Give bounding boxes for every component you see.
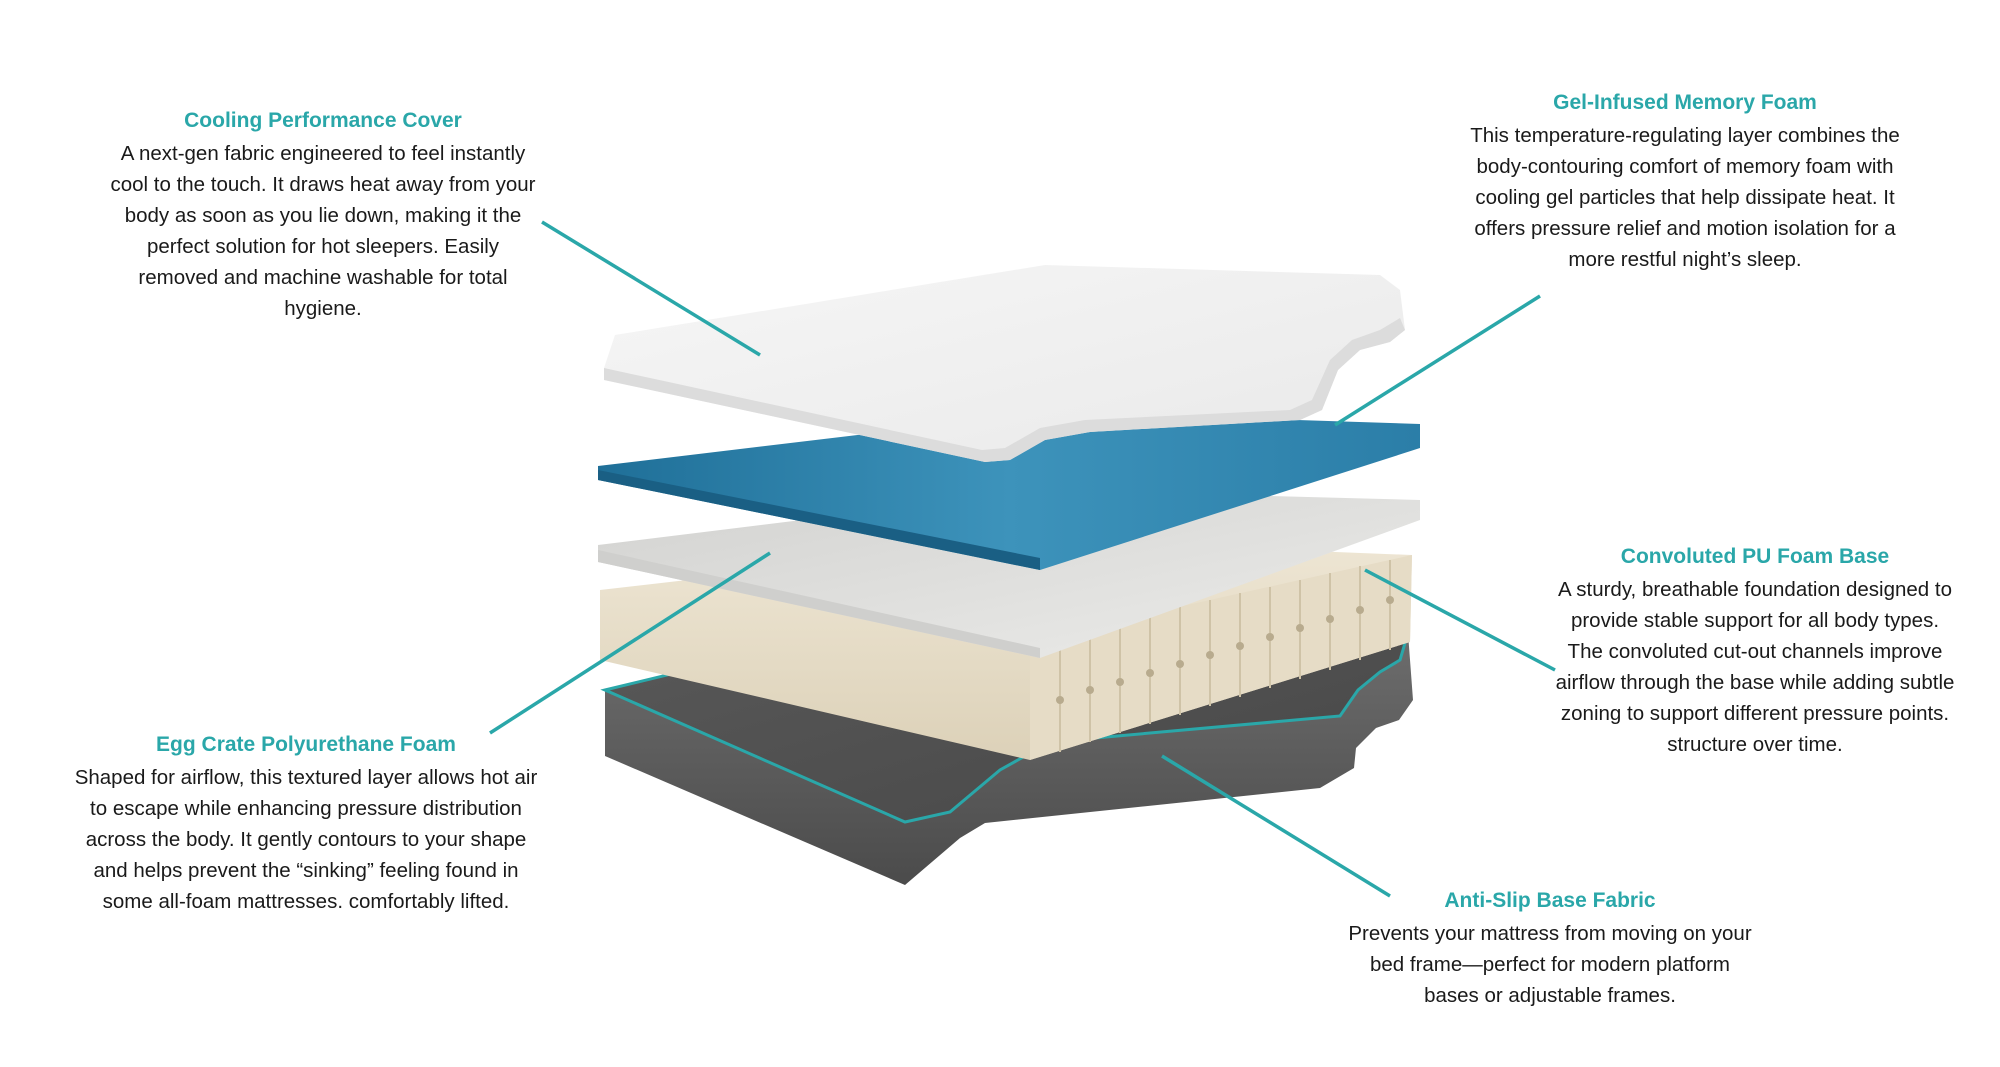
anti-slip-title: Anti-Slip Base Fabric (1444, 889, 1656, 912)
gel-title: Gel-Infused Memory Foam (1553, 91, 1817, 114)
gel-callout: Gel-Infused Memory Foam This temperature… (1465, 88, 1905, 275)
egg-crate-title: Egg Crate Polyurethane Foam (156, 733, 456, 756)
cover-title: Cooling Performance Cover (184, 109, 462, 132)
cooling-cover-layer (604, 265, 1405, 462)
convoluted-callout: Convoluted PU Foam Base A sturdy, breath… (1553, 542, 1957, 760)
egg-crate-description: Shaped for airflow, this textured layer … (74, 766, 538, 913)
convoluted-title: Convoluted PU Foam Base (1620, 545, 1890, 568)
cover-connector-line (541, 220, 761, 357)
gel-memory-foam-layer (598, 412, 1420, 570)
gel-connector-line (1334, 294, 1541, 427)
anti-slip-callout: Anti-Slip Base Fabric Prevents your matt… (1340, 886, 1760, 1011)
convoluted-description: A sturdy, breathable foundation designed… (1555, 578, 1955, 756)
anti-slip-description: Prevents your mattress from moving on yo… (1348, 922, 1752, 1007)
egg-crate-callout: Egg Crate Polyurethane Foam Shaped for a… (66, 730, 546, 917)
anti-slip-connector-line (1161, 754, 1391, 898)
egg-crate-layer (598, 490, 1420, 658)
convoluted-connector-line (1364, 568, 1556, 672)
cover-callout: Cooling Performance Cover A next-gen fab… (108, 106, 538, 324)
egg-crate-connector-line (489, 551, 771, 735)
cover-description: A next-gen fabric engineered to feel ins… (110, 142, 536, 320)
gel-description: This temperature-regulating layer combin… (1470, 124, 1900, 271)
